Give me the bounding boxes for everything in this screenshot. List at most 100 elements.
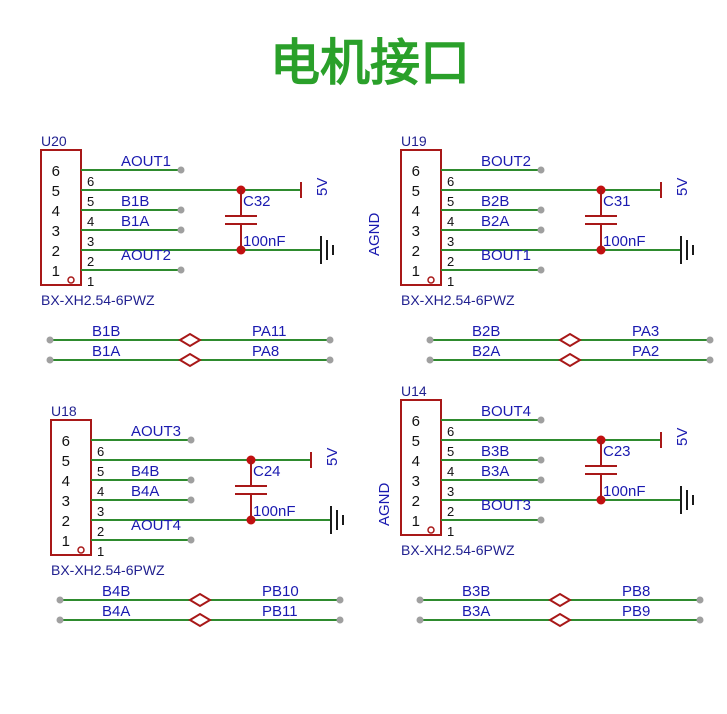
pin-number-inner: 1 <box>447 274 454 289</box>
net-link-left: B4B <box>102 583 130 600</box>
net-endpoint <box>416 616 424 624</box>
gnd-label: AGND <box>366 212 383 256</box>
pin-number-outer: 4 <box>412 203 420 220</box>
cap-ref: C32 <box>243 193 271 210</box>
pin-number-outer: 2 <box>62 513 70 530</box>
pin1-marker <box>67 276 75 284</box>
pin-number-outer: 3 <box>52 223 60 240</box>
net-endpoint <box>537 266 545 274</box>
net-endpoint <box>537 416 545 424</box>
net-endpoint <box>537 476 545 484</box>
net-link-right: PB11 <box>262 603 298 620</box>
net-link-left: B1A <box>92 343 120 360</box>
connector-ref: U20 <box>41 133 67 149</box>
net-label-pin4: B1B <box>121 193 149 210</box>
pin-number-outer: 2 <box>412 493 420 510</box>
pin-number-inner: 3 <box>447 234 454 249</box>
pin-number-inner: 2 <box>87 254 94 269</box>
net-endpoint <box>336 596 344 604</box>
net-endpoint <box>336 616 344 624</box>
net-tie-icon <box>178 332 202 348</box>
pin-number-inner: 2 <box>447 504 454 519</box>
vcc-label: 5V <box>324 448 341 466</box>
cap-value: 100nF <box>603 233 646 250</box>
pin-number-outer: 3 <box>412 473 420 490</box>
pin-number-outer: 6 <box>52 163 60 180</box>
net-endpoint <box>187 436 195 444</box>
pin-number-inner: 4 <box>447 214 454 229</box>
pin-number-inner: 5 <box>447 444 454 459</box>
pin-number-inner: 3 <box>447 484 454 499</box>
net-label-pin3: B1A <box>121 213 149 230</box>
pin-number-outer: 4 <box>62 473 70 490</box>
connector-footprint: BX-XH2.54-6PWZ <box>51 562 165 578</box>
net-endpoint <box>177 266 185 274</box>
connector-footprint: BX-XH2.54-6PWZ <box>41 292 155 308</box>
pin-number-outer: 4 <box>52 203 60 220</box>
net-tie-icon <box>188 592 212 608</box>
net-link-right: PB8 <box>622 583 650 600</box>
pin-number-outer: 5 <box>52 183 60 200</box>
net-tie-icon <box>558 332 582 348</box>
vcc-label: 5V <box>674 428 691 446</box>
net-label-pin1: AOUT4 <box>131 517 181 534</box>
pin-number-inner: 4 <box>97 484 104 499</box>
pin-number-outer: 3 <box>412 223 420 240</box>
net-endpoint <box>706 336 714 344</box>
net-endpoint <box>696 596 704 604</box>
pin-number-outer: 1 <box>412 263 420 280</box>
net-tie-icon <box>558 352 582 368</box>
net-endpoint <box>187 476 195 484</box>
vcc-label: 5V <box>674 178 691 196</box>
pin-number-outer: 1 <box>52 263 60 280</box>
pin-number-inner: 1 <box>87 274 94 289</box>
net-link-right: PA3 <box>632 323 659 340</box>
connector-body <box>400 149 442 286</box>
net-label-pin3: B4A <box>131 483 159 500</box>
cap-value: 100nF <box>603 483 646 500</box>
pin-number-inner: 3 <box>97 504 104 519</box>
connector-ref: U14 <box>401 383 427 399</box>
net-label-pin4: B4B <box>131 463 159 480</box>
net-tie-icon <box>548 612 572 628</box>
pin-number-inner: 1 <box>97 544 104 559</box>
net-endpoint <box>426 336 434 344</box>
pin-number-outer: 5 <box>62 453 70 470</box>
pin-number-outer: 1 <box>412 513 420 530</box>
net-endpoint <box>46 356 54 364</box>
net-label-pin1: BOUT1 <box>481 247 531 264</box>
cap-ref: C23 <box>603 443 631 460</box>
net-link-right: PA8 <box>252 343 279 360</box>
pin1-marker <box>427 526 435 534</box>
net-label-pin6: BOUT2 <box>481 153 531 170</box>
connector-body <box>40 149 82 286</box>
pin-number-outer: 5 <box>412 433 420 450</box>
cap-ref: C31 <box>603 193 631 210</box>
net-link-left: B2B <box>472 323 500 340</box>
pin-number-inner: 3 <box>87 234 94 249</box>
pin-number-inner: 6 <box>447 424 454 439</box>
net-link-right: PA2 <box>632 343 659 360</box>
net-link-left: B3B <box>462 583 490 600</box>
net-label-pin4: B2B <box>481 193 509 210</box>
net-label-pin3: B2A <box>481 213 509 230</box>
pin-number-inner: 1 <box>447 524 454 539</box>
connector-footprint: BX-XH2.54-6PWZ <box>401 542 515 558</box>
net-endpoint <box>326 356 334 364</box>
vcc-label: 5V <box>314 178 331 196</box>
net-endpoint <box>56 596 64 604</box>
net-endpoint <box>177 226 185 234</box>
net-label-pin4: B3B <box>481 443 509 460</box>
net-endpoint <box>187 496 195 504</box>
page-title: 电机接口 <box>270 34 470 92</box>
connector-ref: U19 <box>401 133 427 149</box>
net-endpoint <box>426 356 434 364</box>
pin-number-inner: 2 <box>97 524 104 539</box>
net-endpoint <box>706 356 714 364</box>
net-link-right: PA11 <box>252 323 286 340</box>
pin-number-outer: 6 <box>62 433 70 450</box>
net-label-pin1: AOUT2 <box>121 247 171 264</box>
cap-ref: C24 <box>253 463 281 480</box>
net-link-left: B3A <box>462 603 490 620</box>
pin-number-outer: 2 <box>52 243 60 260</box>
